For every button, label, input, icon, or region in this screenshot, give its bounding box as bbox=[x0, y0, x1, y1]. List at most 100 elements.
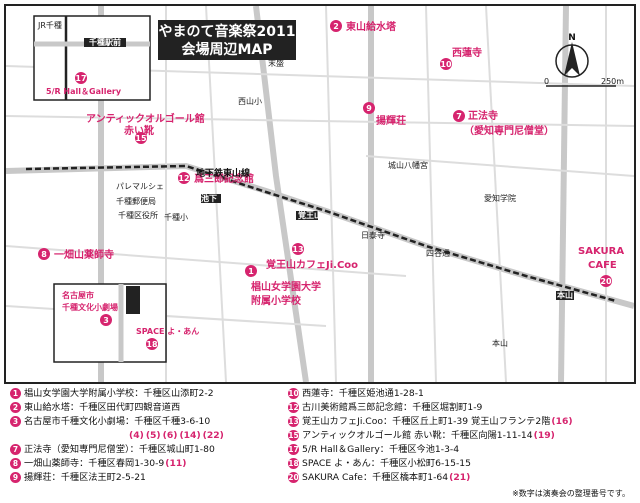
parais-label: パレマルシェ bbox=[116, 182, 164, 191]
legend-item-3-extra: (4)(5)(6)(14)(22) bbox=[129, 430, 224, 441]
svg-text:7: 7 bbox=[456, 112, 462, 121]
inset-station-box-2 bbox=[126, 286, 140, 314]
map-svg: やまのて音楽祭2011 会場周辺MAP 千種駅前 JR千種 17 5/R Hal… bbox=[6, 6, 634, 382]
svg-text:9: 9 bbox=[366, 104, 372, 113]
road-v4 bbox=[558, 6, 569, 382]
compass: N 0 250m bbox=[544, 33, 624, 87]
marker-18 bbox=[146, 338, 158, 350]
marker-17-num: 17 bbox=[75, 74, 86, 83]
venue-15-label: アンティックオルゴール館 bbox=[86, 112, 205, 125]
venue-12-label: 爲三郎記念館 bbox=[194, 172, 254, 185]
svg-text:8: 8 bbox=[41, 250, 47, 259]
inset-jr-label: JR千種 bbox=[37, 20, 62, 30]
map-area: やまのて音楽祭2011 会場周辺MAP 千種駅前 JR千種 17 5/R Hal… bbox=[4, 4, 636, 384]
chikusa-ward-label: 千種区役所 bbox=[118, 210, 158, 220]
inset-map-chikusa bbox=[33, 15, 151, 101]
station-motoyama-label: 本山 bbox=[556, 290, 573, 300]
marker-20 bbox=[600, 275, 612, 287]
marker-1 bbox=[245, 265, 257, 277]
legend-note: ※数字は演奏会の整理番号です。 bbox=[512, 489, 630, 498]
svg-text:20: 20 bbox=[600, 277, 612, 286]
venue-7-label2: （愛知専門尼僧堂） bbox=[464, 124, 554, 137]
marker-8 bbox=[38, 248, 50, 260]
hongyama-dori-label: 本山 bbox=[492, 338, 508, 348]
marker-15 bbox=[135, 132, 147, 144]
venue-markers: 2 東山給水塔 10 西蓮寺 9 揚輝荘 7 正法寺 （愛知専門尼僧堂） 15 … bbox=[38, 20, 624, 307]
kakuozan-station-box bbox=[296, 211, 318, 220]
chikusa-po-label: 千種郵便局 bbox=[116, 196, 156, 206]
nittai-label: 日泰寺 bbox=[361, 230, 385, 240]
compass-needle-icon bbox=[564, 42, 580, 76]
shiroyama-label: 城山八幡宮 bbox=[388, 160, 428, 170]
station-kakuozan-label: 覚王山 bbox=[297, 210, 322, 220]
road-h3 bbox=[6, 245, 407, 277]
area-labels: 池下 覚王山 本山 地下鉄東山線 パレマルシェ 千種区役所 千種郵便局 西山小 … bbox=[116, 58, 573, 348]
station-ikeshita-label: 池下 bbox=[201, 193, 217, 203]
road-v8 bbox=[425, 6, 437, 382]
marker-2 bbox=[330, 20, 342, 32]
marker-12 bbox=[178, 172, 190, 184]
venue-9-label: 揚輝荘 bbox=[376, 114, 406, 127]
marker-9 bbox=[363, 102, 375, 114]
svg-text:15: 15 bbox=[135, 134, 147, 143]
svg-text:2: 2 bbox=[333, 22, 339, 31]
suehiro-label: 末盛 bbox=[268, 58, 284, 68]
venue-3-label2: 千種文化小劇場 bbox=[62, 302, 118, 312]
inset-station-label: 千種駅前 bbox=[89, 37, 121, 47]
svg-text:18: 18 bbox=[146, 340, 158, 349]
venue-10-label: 西蓮寺 bbox=[452, 46, 482, 59]
aichi-gakuin-label: 愛知学院 bbox=[484, 193, 516, 203]
compass-n: N bbox=[568, 33, 576, 43]
road-v7 bbox=[325, 6, 337, 382]
venue-17-label: 5/R Hall＆Gallery bbox=[46, 87, 122, 96]
marker-7 bbox=[453, 110, 465, 122]
scale-end: 250m bbox=[601, 77, 624, 86]
venue-3-label: 名古屋市 bbox=[62, 290, 94, 300]
nishiyama-label: 西山小 bbox=[238, 96, 262, 106]
road-v2 bbox=[253, 6, 309, 382]
title-line2: 会場周辺MAP bbox=[181, 41, 272, 58]
venue-13-label: 覚王山カフェJi.Coo bbox=[266, 258, 358, 271]
subway-line-label: 地下鉄東山線 bbox=[196, 167, 250, 179]
road-h2 bbox=[6, 115, 634, 127]
title-box bbox=[158, 20, 296, 60]
motoyama-station-box bbox=[556, 291, 574, 300]
svg-text:13: 13 bbox=[292, 245, 303, 254]
inset-station-box bbox=[84, 38, 126, 47]
svg-text:1: 1 bbox=[248, 267, 254, 276]
venue-2-label: 東山給水塔 bbox=[346, 20, 397, 33]
svg-text:10: 10 bbox=[440, 60, 452, 69]
marker-10 bbox=[440, 58, 452, 70]
marker-17-inset bbox=[75, 72, 87, 84]
marker-3 bbox=[100, 314, 112, 326]
chikusa-el-label: 千種小 bbox=[164, 212, 188, 222]
yotsuya-label: 四谷通 bbox=[426, 248, 450, 258]
svg-text:3: 3 bbox=[103, 316, 109, 325]
svg-text:12: 12 bbox=[178, 174, 189, 183]
road-h5 bbox=[365, 155, 634, 177]
scale-zero: 0 bbox=[544, 77, 549, 86]
venue-15-label2: 赤い靴 bbox=[124, 124, 154, 137]
venue-18-label: SPACE よ・あん bbox=[136, 327, 199, 336]
ikeshita-station-box bbox=[201, 194, 221, 203]
marker-13 bbox=[292, 243, 304, 255]
venue-7-label: 正法寺 bbox=[468, 109, 498, 122]
venue-1-label2: 附属小学校 bbox=[251, 294, 302, 307]
venue-20-label: SAKURA bbox=[578, 246, 624, 257]
venue-8-label: 一畑山薬師寺 bbox=[54, 248, 114, 261]
venue-1-label: 椙山女学園大学 bbox=[251, 280, 321, 293]
